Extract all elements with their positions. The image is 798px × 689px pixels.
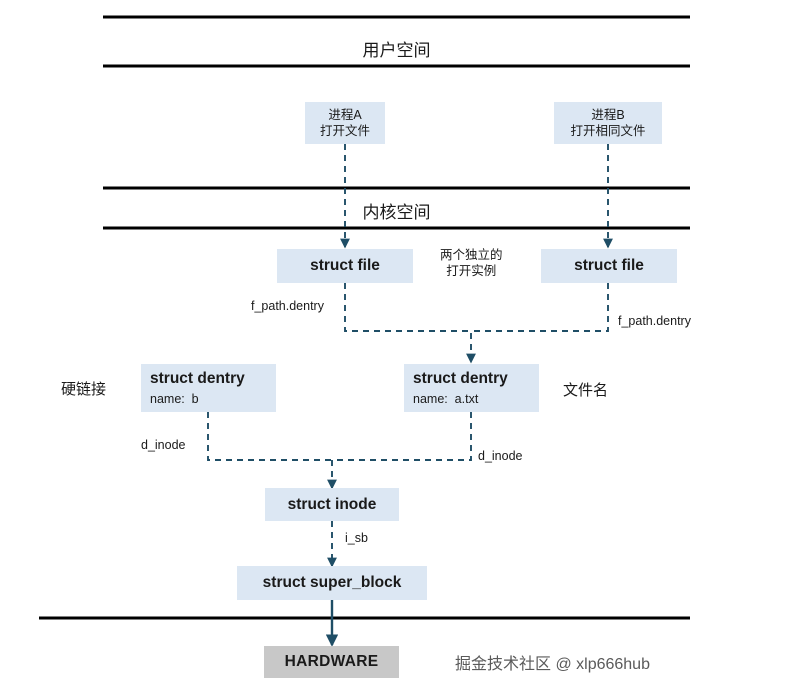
node-process-b-line2: 打开相同文件: [570, 124, 646, 138]
annotation-file-name: 文件名: [563, 382, 609, 399]
annotation-hard-link: 硬链接: [61, 381, 107, 398]
node-process-b-line1: 进程B: [591, 108, 625, 122]
node-struct-inode[interactable]: struct inode: [265, 488, 399, 521]
edge-label-d-inode-right: d_inode: [478, 449, 523, 463]
node-struct-dentry-b-title: struct dentry: [150, 370, 245, 388]
edge-label-d-inode-left: d_inode: [141, 438, 186, 452]
edge-label-f-path-dentry-left: f_path.dentry: [251, 299, 324, 313]
node-struct-super-block[interactable]: struct super_block: [237, 566, 427, 600]
node-struct-file-a[interactable]: struct file: [277, 249, 413, 283]
node-process-a-line1: 进程A: [328, 108, 362, 122]
node-struct-dentry-atxt[interactable]: struct dentry name: a.txt: [404, 364, 539, 412]
node-process-a-line2: 打开文件: [319, 124, 370, 138]
edge-label-f-path-dentry-right: f_path.dentry: [618, 314, 691, 328]
node-struct-dentry-b[interactable]: struct dentry name: b: [141, 364, 276, 412]
user-space-title: 用户空间: [362, 41, 431, 60]
node-struct-dentry-atxt-name: name: a.txt: [413, 391, 479, 406]
node-struct-dentry-atxt-title: struct dentry: [413, 370, 508, 388]
node-struct-dentry-b-name: name: b: [150, 391, 199, 406]
node-hardware[interactable]: HARDWARE: [264, 646, 399, 678]
node-process-a[interactable]: 进程A 打开文件: [305, 102, 385, 144]
edge-label-i-sb: i_sb: [345, 531, 368, 545]
node-process-b[interactable]: 进程B 打开相同文件: [554, 102, 662, 144]
kernel-space-title: 内核空间: [362, 203, 431, 222]
watermark: 掘金技术社区 @ xlp666hub: [455, 656, 650, 673]
node-struct-file-b[interactable]: struct file: [541, 249, 677, 283]
annotation-two-instances: 两个独立的 打开实例: [440, 248, 503, 279]
